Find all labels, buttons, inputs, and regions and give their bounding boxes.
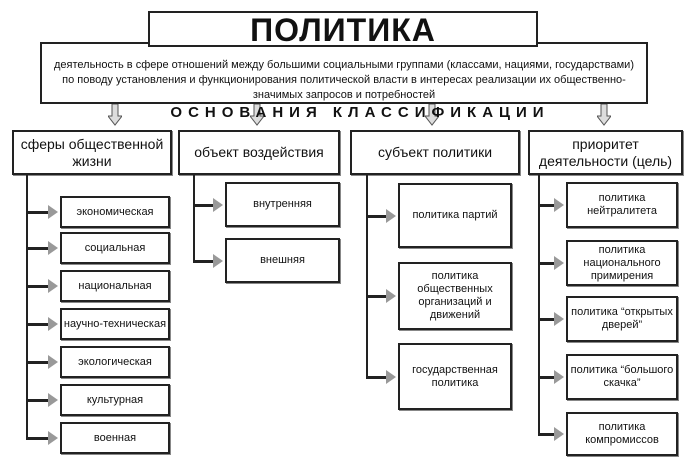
item-box: политика национального примирения	[566, 240, 678, 286]
connector-line	[26, 437, 48, 440]
item-box: социальная	[60, 232, 170, 264]
category-box: приоритет деятельности (цель)	[528, 130, 683, 175]
connector-line	[538, 204, 554, 207]
item-box: политика компромиссов	[566, 412, 678, 456]
item-box: культурная	[60, 384, 170, 416]
item-box: военная	[60, 422, 170, 454]
item-box: государственная политика	[398, 343, 512, 410]
item-label: политика нейтралитета	[587, 192, 657, 217]
item-label: научно-техническая	[63, 317, 167, 330]
connector-line	[538, 262, 554, 265]
category-box: сферы общественной жизни	[12, 130, 172, 175]
category-box: субъект политики	[350, 130, 520, 175]
connector-line	[193, 203, 213, 207]
item-label: экономическая	[76, 205, 154, 218]
definition-text: деятельность в сфере отношений между бол…	[53, 59, 634, 101]
item-box: экологическая	[60, 346, 170, 378]
connector-line	[193, 259, 213, 263]
arrow-right-icon	[213, 197, 223, 212]
connector-line	[538, 175, 540, 436]
category-label: объект воздействия	[194, 144, 324, 160]
item-label: государственная политика	[412, 363, 498, 389]
connector-line	[26, 285, 48, 288]
arrow-right-icon	[48, 431, 58, 445]
page-title: ПОЛИТИКА	[148, 11, 538, 47]
down-arrow-icon	[106, 103, 124, 126]
arrow-right-icon	[48, 279, 58, 293]
arrow-right-icon	[554, 256, 564, 270]
connector-line	[193, 175, 195, 263]
item-label: социальная	[84, 241, 146, 254]
item-box: экономическая	[60, 196, 170, 228]
item-box: внутренняя	[225, 182, 340, 227]
connector-line	[26, 323, 48, 326]
connector-line	[26, 175, 28, 440]
connector-line	[538, 433, 554, 436]
item-label: военная	[93, 431, 137, 444]
item-label: внутренняя	[253, 198, 312, 210]
connector-line	[26, 361, 48, 364]
category-label: приоритет деятельности (цель)	[538, 135, 673, 169]
definition-box: деятельность в сфере отношений между бол…	[40, 42, 648, 104]
category-box: объект воздействия	[178, 130, 340, 175]
item-label: политика компромиссов	[585, 421, 659, 446]
item-label: политика национального примирения	[583, 243, 661, 282]
category-label: субъект политики	[377, 144, 493, 160]
arrow-right-icon	[213, 253, 223, 268]
item-label: внешняя	[260, 254, 305, 266]
connector-line	[538, 318, 554, 321]
item-label: политика “открытых дверей”	[571, 306, 673, 331]
arrow-right-icon	[386, 289, 396, 303]
arrow-right-icon	[48, 393, 58, 407]
item-box: научно-техническая	[60, 308, 170, 340]
item-label: политика общественных организаций и движ…	[417, 270, 493, 321]
arrow-right-icon	[386, 369, 396, 384]
item-box: политика партий	[398, 183, 512, 248]
arrow-right-icon	[554, 370, 564, 384]
item-box: политика нейтралитета	[566, 182, 678, 228]
arrow-right-icon	[48, 355, 58, 369]
connector-line	[366, 295, 386, 298]
connector-line	[538, 376, 554, 379]
item-label: политика партий	[412, 209, 498, 221]
item-box: внешняя	[225, 238, 340, 283]
item-label: национальная	[78, 279, 152, 292]
connector-line	[366, 175, 368, 379]
arrow-right-icon	[48, 317, 58, 331]
arrow-right-icon	[48, 205, 58, 219]
item-box: политика “большого скачка”	[566, 354, 678, 400]
down-arrow-icon	[248, 103, 266, 126]
item-box: политика общественных организаций и движ…	[398, 262, 512, 330]
down-arrow-icon	[423, 103, 441, 126]
category-label: сферы общественной жизни	[20, 135, 164, 169]
connector-line	[26, 211, 48, 214]
item-label: политика “большого скачка”	[570, 364, 674, 389]
arrow-right-icon	[48, 241, 58, 255]
classification-heading: ОСНОВАНИЯ КЛАССИФИКАЦИИ	[170, 104, 550, 121]
item-label: культурная	[86, 393, 144, 406]
down-arrow-icon	[595, 103, 613, 126]
connector-line	[26, 399, 48, 402]
connector-line	[26, 247, 48, 250]
arrow-right-icon	[386, 208, 396, 223]
connector-line	[366, 375, 386, 379]
arrow-right-icon	[554, 312, 564, 326]
item-box: политика “открытых дверей”	[566, 296, 678, 342]
arrow-right-icon	[554, 427, 564, 441]
connector-line	[366, 214, 386, 218]
item-box: национальная	[60, 270, 170, 302]
arrow-right-icon	[554, 198, 564, 212]
item-label: экологическая	[78, 355, 152, 368]
